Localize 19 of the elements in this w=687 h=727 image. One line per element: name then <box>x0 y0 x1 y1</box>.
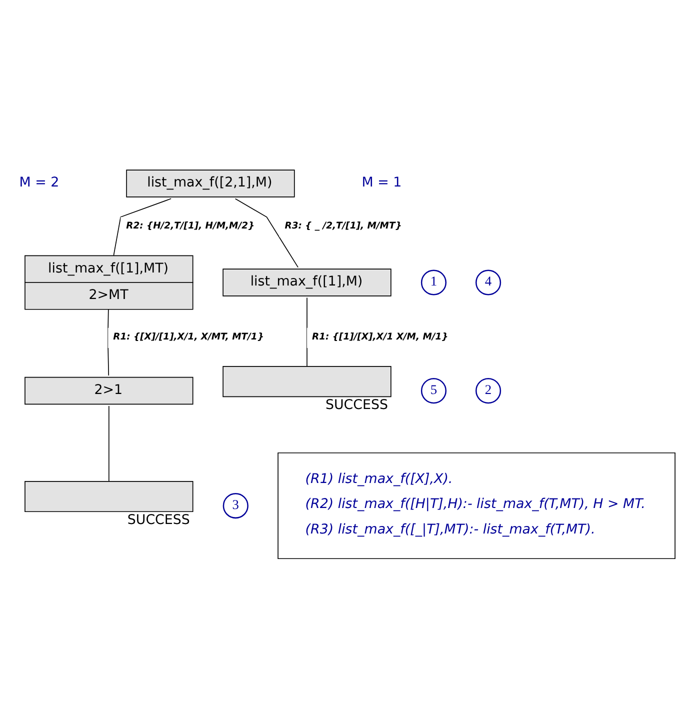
label: 1 <box>430 274 438 289</box>
connector <box>234 198 298 268</box>
node-label: SUCCESS <box>325 398 388 414</box>
label: M = 1 <box>362 176 402 191</box>
node-box: (R1) list_max_f([X],X). (R2) list_max_f([H|T],H):- list_max_f(T,MT), H > MT. (R3) list_max_f([_|T],MT):- list_max_f(T,MT). <box>278 452 676 560</box>
connector <box>306 297 308 367</box>
edge-label: R1: {[X]/[1],X/1, X/MT, MT/1} <box>113 331 264 342</box>
connector <box>108 309 110 376</box>
label: 4 <box>484 274 492 289</box>
edge-label: R2: {H/2,T/[1], H/M,M/2} <box>126 220 255 232</box>
label: M = 2 <box>19 176 60 191</box>
connector <box>108 406 110 482</box>
label: 2 <box>484 382 492 397</box>
label: 5 <box>430 382 438 397</box>
edge-label: R1: {[1]/[X],X/1 X/M, M/1} <box>312 331 448 342</box>
label: 3 <box>232 496 239 512</box>
edge-label: R3: { _ /2,T/[1], M/MT} <box>284 220 402 232</box>
node-label: SUCCESS <box>127 513 190 528</box>
connector <box>113 198 172 256</box>
